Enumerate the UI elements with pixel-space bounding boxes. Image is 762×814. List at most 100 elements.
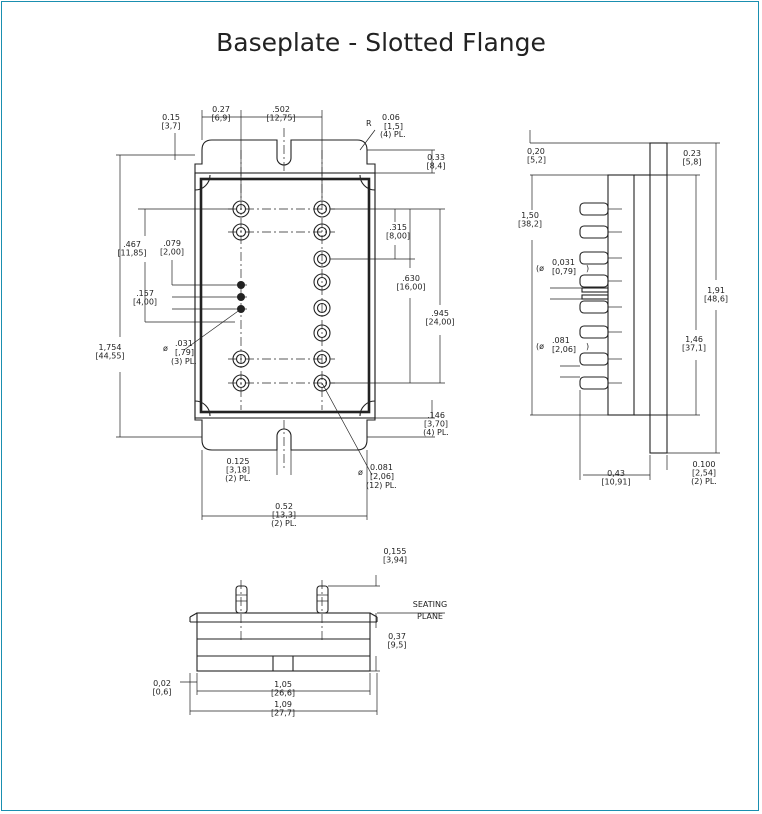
dimension-text: 0.27 [212,105,230,114]
dimension-text: [3,7] [162,122,181,131]
dimension-text: 0.06 [382,113,400,122]
signal-pin [235,281,247,289]
dimension-text: ) [586,342,589,351]
dimension-text: ø [358,468,363,477]
dimension-text: [5,8] [683,158,702,167]
dimension-text: ) [586,264,589,273]
dimension-text: 0.15 [162,113,180,122]
pin-hole [313,324,331,342]
pin-hole [313,223,331,241]
dimension-d11: .945[24,00] [425,309,454,327]
dimension-text: .081 [552,336,570,345]
dimension-text: .630 [402,274,420,283]
dimension-text: [3,70] [424,420,448,429]
dimension-lines [116,110,445,520]
dimension-d31: 1,05[26,6] [271,680,295,698]
dimension-text: [24,00] [425,318,454,327]
dimension-text: 0.100 [693,460,716,469]
dimension-d18: 0,20[5,2] [527,147,546,165]
dimension-d5: 0.33[8,4] [427,153,446,171]
pin-hole [313,299,331,317]
dimension-text: (2) PL. [691,477,717,486]
dimension-text: R [366,119,372,128]
dimension-d25: 0,43[10,91] [601,469,630,487]
dimension-text: (ø [536,264,544,273]
dimension-text: [4,00] [133,298,157,307]
dimension-text: [10,91] [601,478,630,487]
dimension-text: .502 [272,105,290,114]
dimension-text: .945 [431,309,449,318]
dimension-text: [8,00] [386,232,410,241]
dimension-d6: .315[8,00] [386,223,410,241]
dimension-text: 0.23 [683,149,701,158]
baseplate-outline [194,139,376,451]
dimension-text: [11,85] [117,249,146,258]
front-dimension-lines [180,575,445,715]
dimension-d4: R0.06[1,5](4) PL. [366,113,406,139]
dimension-text: [0,6] [153,688,172,697]
dimension-text: 1,46 [685,335,703,344]
side-pins [579,202,622,390]
dimension-text: [3,18] [226,466,250,475]
dimension-d14: .146[3,70](4) PL. [423,411,449,437]
dimension-d10: .157[4,00] [133,289,157,307]
pin-hole [232,374,250,392]
dimension-text: (2) PL. [271,519,297,528]
dimension-text: [16,00] [396,283,425,292]
dimension-d15: 0.125[3,18](2) PL. [225,457,251,483]
dimension-text: [48,6] [704,295,728,304]
dimension-d21: (ø0,031[0,79]) [536,258,589,276]
dimension-d9: .630[16,00] [396,274,425,292]
dimension-text: [27,7] [271,709,295,718]
dimension-d8: .079[2,00] [160,239,184,257]
corner-arc [359,400,376,417]
dimension-text: 1,754 [99,343,122,352]
dimension-d20: 1,50[38,2] [518,211,542,229]
dimension-d28: SEATING PLANE [413,600,447,621]
dimension-text: .467 [123,240,141,249]
dimension-d12: 1,754[44,55] [95,343,124,361]
dimension-text: .157 [136,289,154,298]
dimension-text: PLANE [417,612,443,621]
dimension-text: 1,09 [274,700,292,709]
dimension-d30: 0,02[0,6] [153,679,172,697]
dimension-text: 0,031 [552,258,575,267]
dimension-text: 0.52 [275,502,293,511]
dimension-text: 0.081 [370,463,393,472]
dimension-d19: 0.23[5,8] [683,149,702,167]
dimension-text: [26,6] [271,689,295,698]
dimension-text: (3) PL. [171,357,197,366]
module-rim [199,177,371,414]
dimension-text: [2,54] [692,469,716,478]
dimension-text: [37,1] [682,344,706,353]
side-dimension-lines [529,130,720,480]
dimension-text: 0,37 [388,632,406,641]
dimension-d16: ø0.081[2,06](12) PL. [358,463,397,490]
dimension-text: 0,43 [607,469,625,478]
dimension-text: 0,155 [384,547,407,556]
dimension-text: [2,06] [370,472,394,481]
dimension-text: [3,94] [383,556,407,565]
dimension-text: 0.125 [227,457,250,466]
dimension-text: [6,9] [212,114,231,123]
flange-profile [649,142,668,454]
dimension-text: [8,4] [427,162,446,171]
dimension-text: .315 [389,223,407,232]
dimension-d32: 1,09[27,7] [271,700,295,718]
dimension-text: 0,20 [527,147,545,156]
corner-arc [194,174,211,191]
dimension-d2: 0.27[6,9] [212,105,231,123]
dimension-text: [13,3] [272,511,296,520]
dimension-text: [12,75] [266,114,295,123]
top-view [116,110,445,520]
dimension-text: [44,55] [95,352,124,361]
dimension-d1: 0.15[3,7] [162,113,181,131]
dimension-text: [9,5] [388,641,407,650]
dimension-text: 1,91 [707,286,725,295]
dimension-d26: 0.100[2,54](2) PL. [691,460,717,486]
dimension-text: (2) PL. [225,474,251,483]
dimension-text: SEATING [413,600,447,609]
front-view [180,575,445,715]
pin-hole [232,350,250,368]
